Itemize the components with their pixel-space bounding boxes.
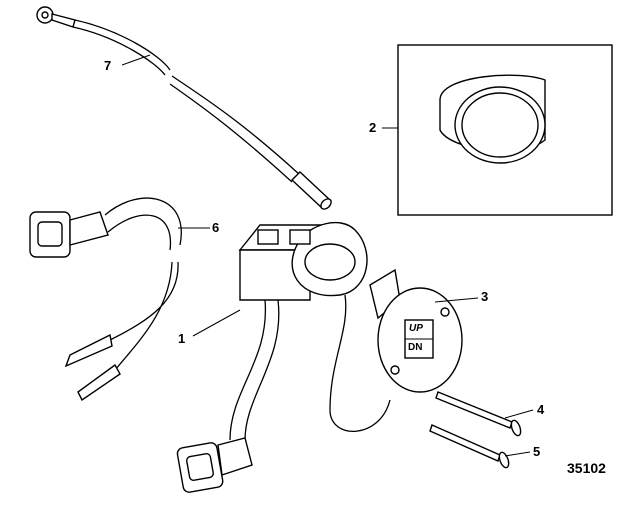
callout-4: 4 [537, 402, 545, 417]
callout-3: 3 [481, 289, 489, 304]
screw-long [435, 391, 522, 437]
trim-switch-housing [176, 221, 391, 493]
callout-2: 2 [369, 120, 377, 135]
ground-lead [36, 6, 332, 210]
figure-number: 35102 [567, 460, 606, 476]
bezel-ring-box [397, 44, 613, 216]
callout-6: 6 [212, 220, 220, 235]
callout-7: 7 [104, 58, 112, 73]
callout-1: 1 [178, 331, 186, 346]
callout-leaders [121, 54, 534, 457]
up-marking: UP [409, 323, 423, 334]
wiring-harness [29, 197, 182, 402]
screw-short [429, 424, 510, 469]
callout-5: 5 [533, 444, 541, 459]
dn-marking: DN [408, 342, 423, 353]
trim-switch-plate [369, 268, 463, 393]
